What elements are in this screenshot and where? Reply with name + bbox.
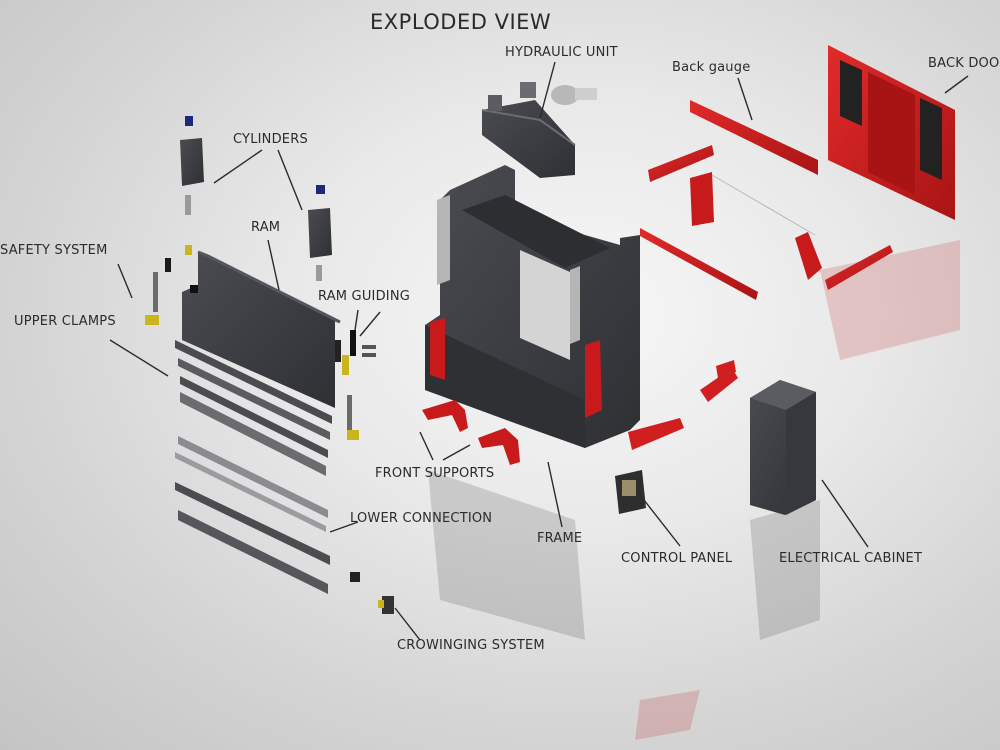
label-upper-clamps: UPPER CLAMPS [14,314,116,329]
upper-clamps-part [175,340,332,476]
floor-reflections [428,240,960,740]
back-door-part [828,45,955,220]
label-lower-connection: LOWER CONNECTION [350,511,493,526]
label-cylinders: CYLINDERS [233,132,308,147]
frame-part [425,165,640,448]
control-panel-part [615,470,646,514]
label-crowinging-system: CROWINGING SYSTEM [397,638,545,653]
back-gauge-part [640,100,893,300]
label-hydraulic-unit: HYDRAULIC UNIT [505,45,618,60]
hydraulic-unit-part [481,82,597,178]
label-frame: FRAME [537,531,583,546]
control-arm-part [628,360,738,450]
label-back-door: BACK DOOR [928,56,1000,71]
electrical-cabinet-part [750,380,816,515]
label-control-panel: CONTROL PANEL [621,551,733,566]
diagram-title: EXPLODED VIEW [370,10,552,34]
front-supports-part [422,400,520,465]
label-electrical-cabinet: ELECTRICAL CABINET [779,551,923,566]
lower-connection-part [175,436,330,594]
ram-part [182,250,341,408]
crowinging-system-part [350,572,394,614]
label-back-gauge: Back gauge [672,60,751,75]
label-safety-system: SAFETY SYSTEM [0,243,108,258]
leader-lines [109,61,969,641]
cylinders-part [180,116,332,281]
label-ram-guiding: RAM GUIDING [318,289,411,304]
label-front-supports: FRONT SUPPORTS [375,466,495,481]
ram-guiding-part [335,330,376,375]
label-ram: RAM [251,220,281,235]
safety-system-part [145,245,359,440]
